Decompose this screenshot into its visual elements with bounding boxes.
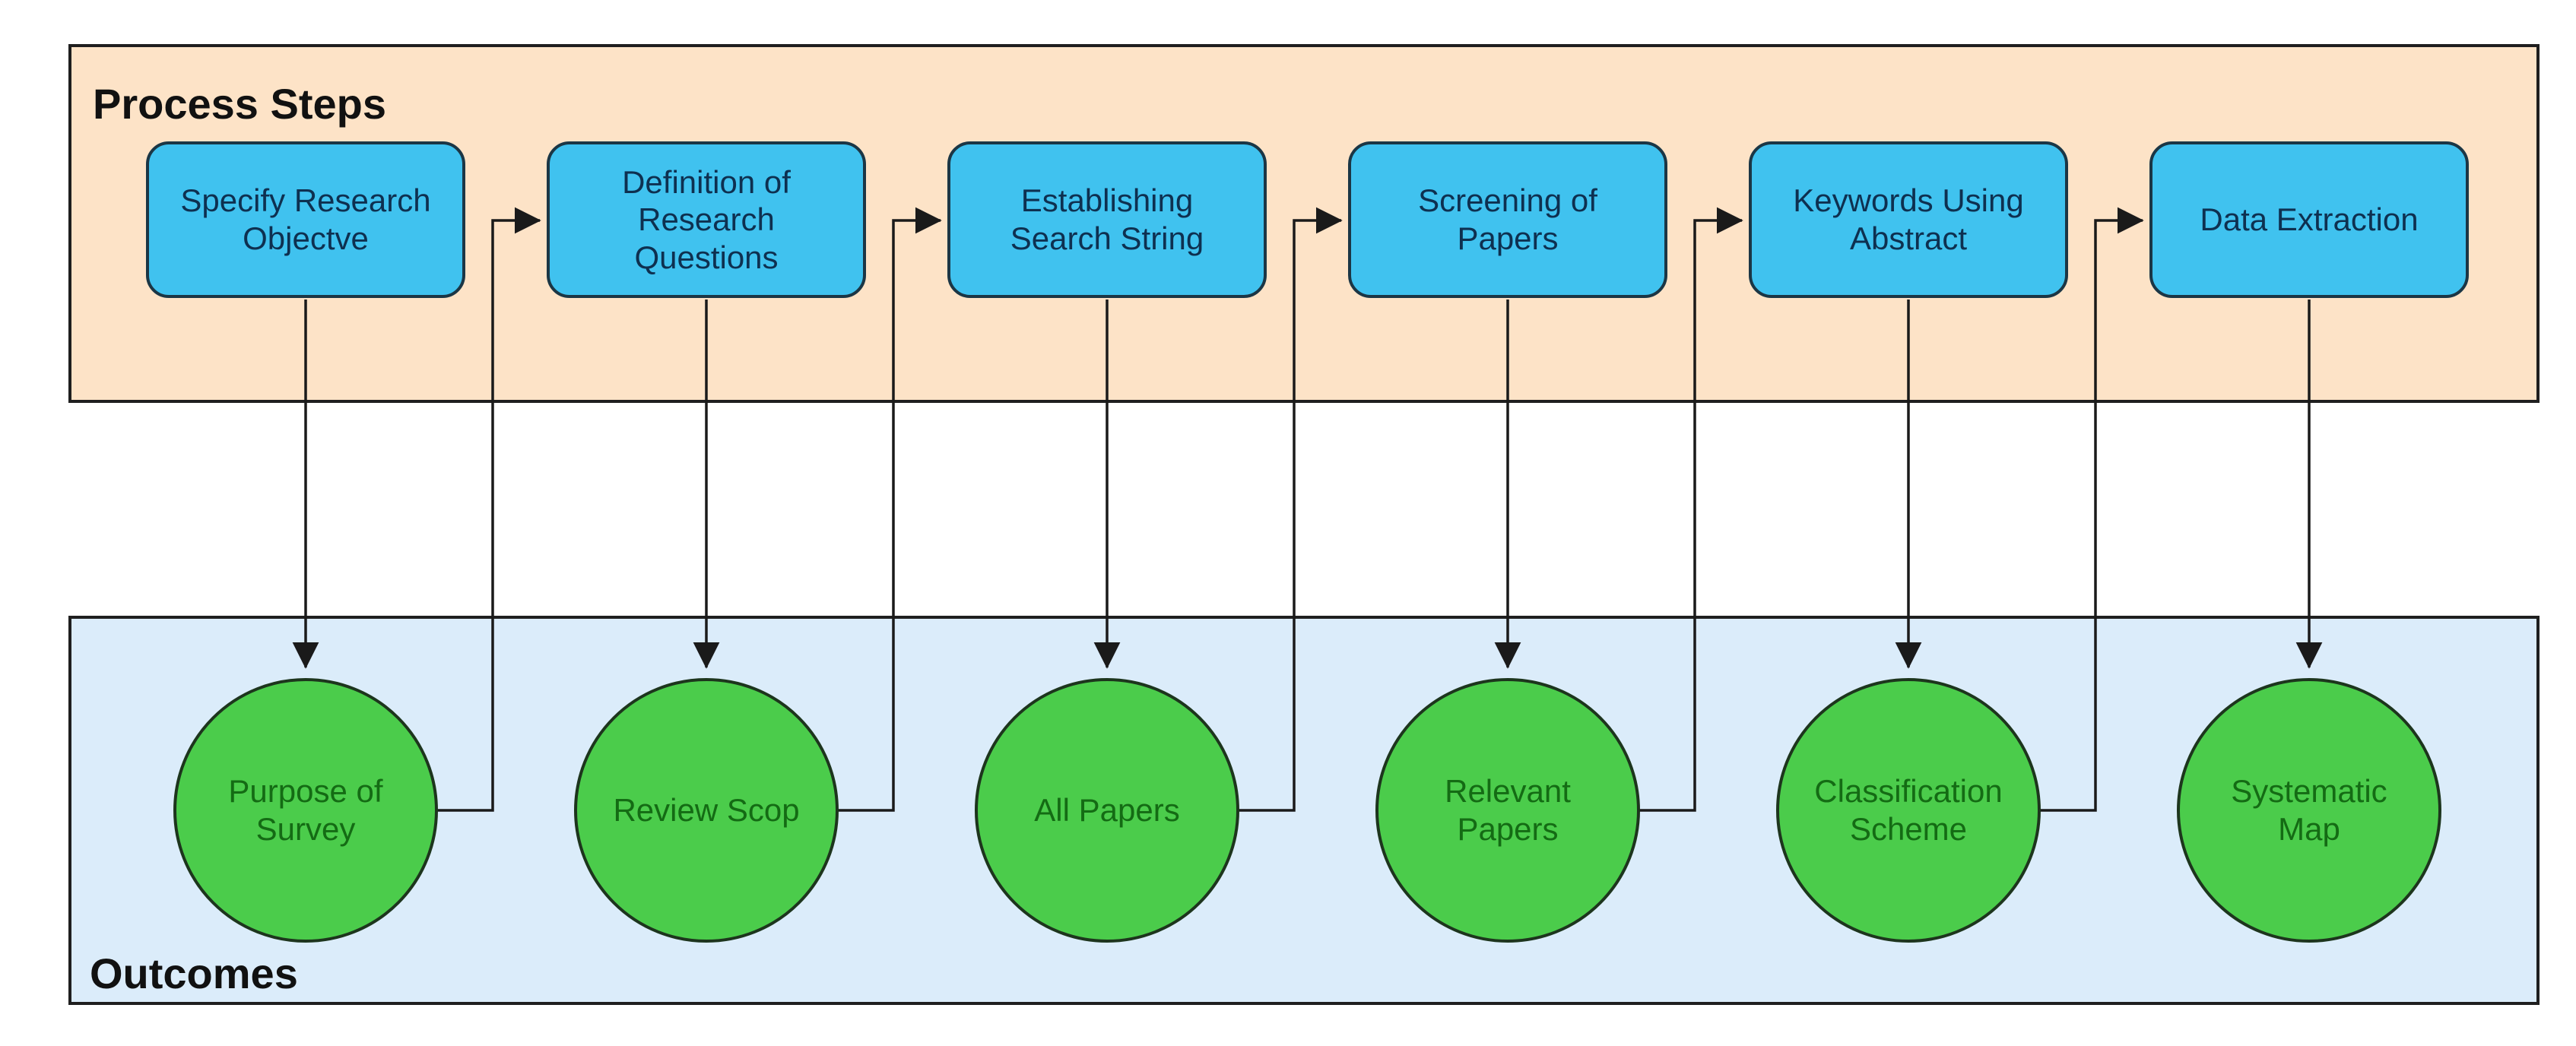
- outcome-label: Purpose of Survey: [228, 773, 383, 847]
- step-label: Screening of Papers: [1418, 182, 1597, 256]
- outcome-label: Systematic Map: [2231, 773, 2387, 847]
- outcome-node-systematic-map: Systematic Map: [2177, 678, 2441, 943]
- step-node-establishing-search-string: Establishing Search String: [947, 141, 1267, 298]
- outcome-label: Classification Scheme: [1814, 773, 2003, 847]
- connector-outcome1-to-step2: [435, 207, 541, 812]
- step-node-keywords-using-abstract: Keywords Using Abstract: [1749, 141, 2068, 298]
- outcome-label: Relevant Papers: [1445, 773, 1571, 847]
- outcome-node-relevant-papers: Relevant Papers: [1375, 678, 1640, 943]
- connector-outcome5-to-step6: [2038, 207, 2144, 812]
- outcome-label: Review Scop: [613, 792, 800, 829]
- step-node-data-extraction: Data Extraction: [2149, 141, 2469, 298]
- step-label: Establishing Search String: [1010, 182, 1204, 256]
- step-label: Definition of Research Questions: [622, 163, 791, 275]
- step-label: Data Extraction: [2200, 201, 2419, 238]
- connector-outcome4-to-step5: [1637, 207, 1743, 812]
- connector-outcome2-to-step3: [836, 207, 942, 812]
- step-node-screening-of-papers: Screening of Papers: [1348, 141, 1667, 298]
- process-steps-title: Process Steps: [93, 80, 386, 128]
- outcome-node-review-scope: Review Scop: [574, 678, 839, 943]
- outcome-node-classification-scheme: Classification Scheme: [1776, 678, 2041, 943]
- step-node-definition-of-research-questions: Definition of Research Questions: [547, 141, 866, 298]
- connector-outcome3-to-step4: [1236, 207, 1343, 812]
- outcome-node-all-papers: All Papers: [975, 678, 1239, 943]
- outcomes-title: Outcomes: [90, 949, 298, 997]
- outcome-label: All Papers: [1034, 792, 1180, 829]
- step-node-specify-research-objective: Specify Research Objectve: [146, 141, 465, 298]
- step-label: Keywords Using Abstract: [1793, 182, 2024, 256]
- step-label: Specify Research Objectve: [180, 182, 431, 256]
- outcome-node-purpose-of-survey: Purpose of Survey: [173, 678, 438, 943]
